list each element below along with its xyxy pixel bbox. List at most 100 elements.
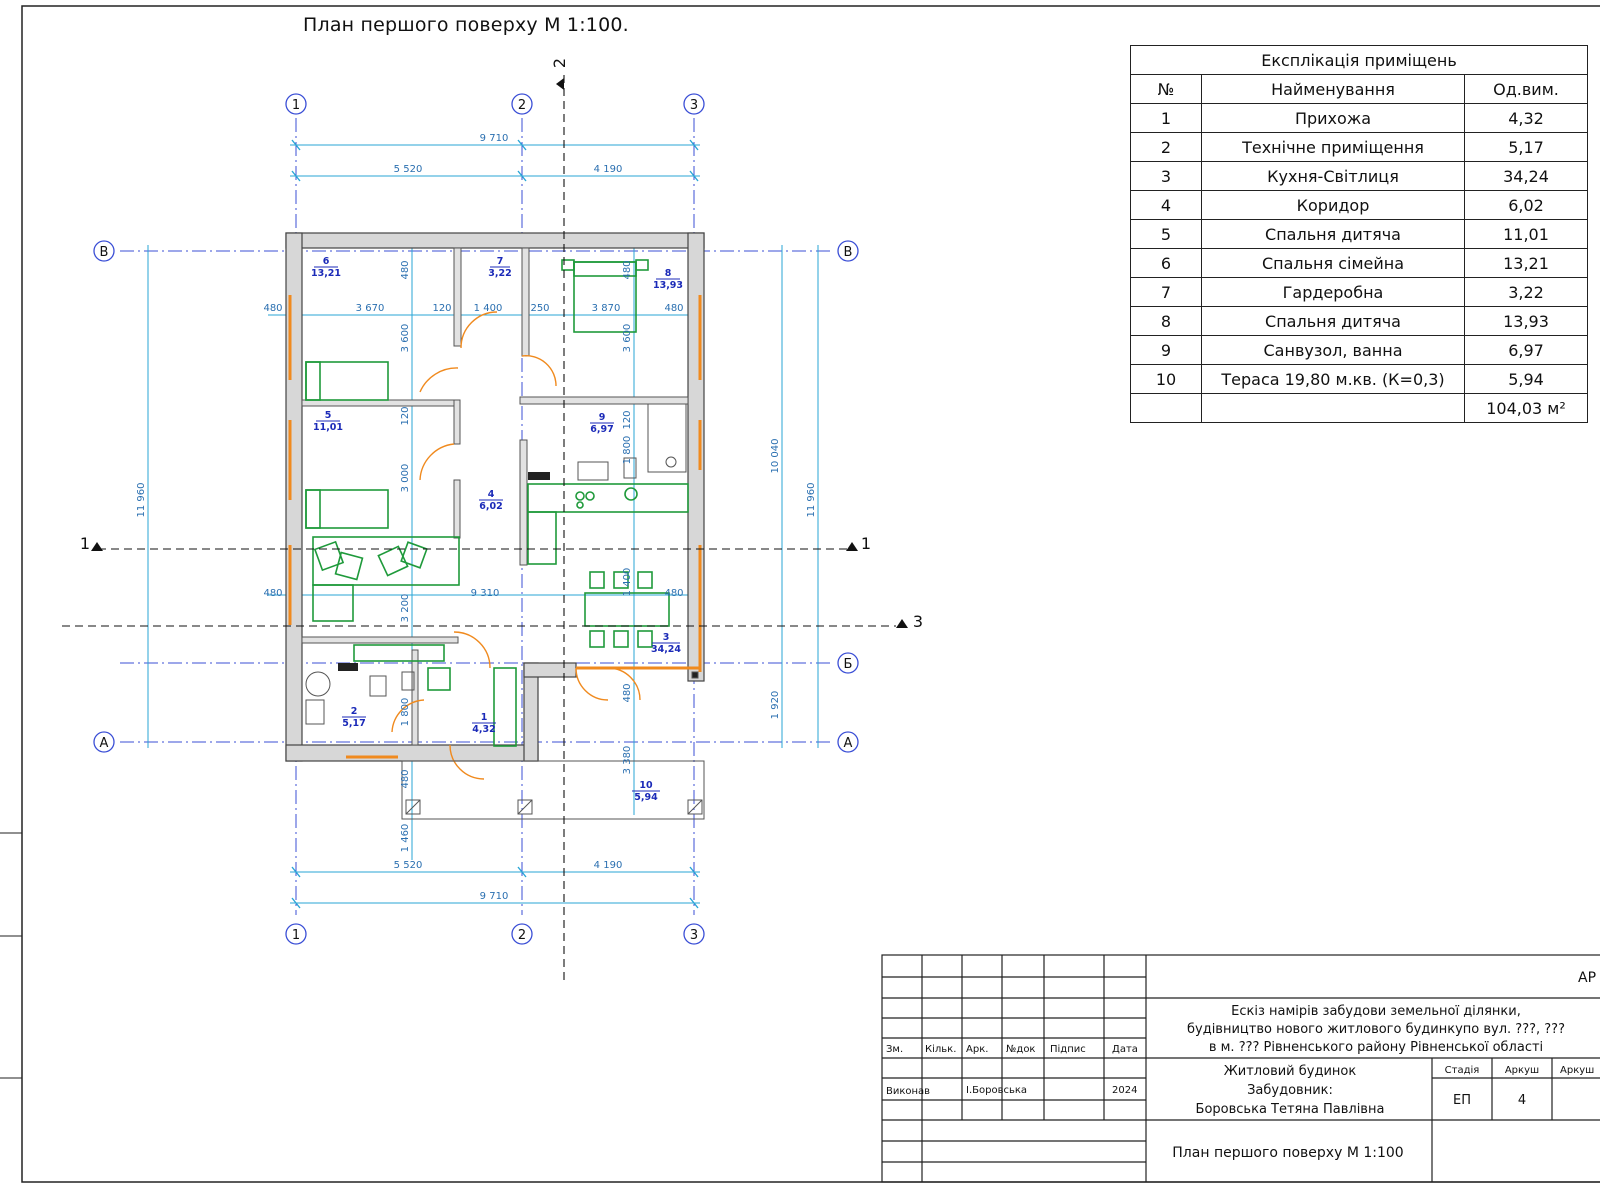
row-value: 13,93 xyxy=(1464,306,1588,336)
dim-inner-6: 480 xyxy=(664,303,683,314)
title-block-grid xyxy=(881,954,1600,1183)
axis-label-v-right: В xyxy=(844,245,853,260)
row-name: Кухня-Світлиця xyxy=(1201,161,1465,191)
dim-inner-16: 480 xyxy=(622,260,633,279)
room-7-area: 3,22 xyxy=(488,268,511,279)
dim-inner-12: 3 200 xyxy=(400,594,411,623)
dim-bottom-total: 9 710 xyxy=(480,891,509,902)
row-value: 6,97 xyxy=(1464,335,1588,365)
dim-inner-23: 1 460 xyxy=(400,824,411,853)
sofa xyxy=(312,536,460,586)
header-unit: Од.вим. xyxy=(1464,74,1588,104)
row-value: 11,01 xyxy=(1464,219,1588,249)
axis-label-2-top: 2 xyxy=(518,98,526,113)
dim-right-bottom: 1 920 xyxy=(770,691,781,720)
dim-inner-15: 9 310 xyxy=(471,588,500,599)
row-name: Технічне приміщення xyxy=(1201,132,1465,162)
stamp-stage-value: ЕП xyxy=(1453,1093,1471,1108)
row-number: 1 xyxy=(1130,103,1202,133)
page-title: План першого поверху М 1:100. xyxy=(303,14,629,36)
total-empty-cell xyxy=(1130,393,1202,423)
dim-inner-22: 3 380 xyxy=(622,746,633,775)
room-3-area: 34,24 xyxy=(651,644,681,655)
axis-label-1-top: 1 xyxy=(292,98,300,113)
section-arrows xyxy=(91,78,908,628)
dim-inner-0: 480 xyxy=(263,303,282,314)
axis-label-1-bottom: 1 xyxy=(292,928,300,943)
total-area: 104,03 м² xyxy=(1464,393,1588,423)
stamp-col-izm: Зм. xyxy=(886,1044,903,1055)
dim-right-mid: 10 040 xyxy=(770,439,781,474)
row-name: Гардеробна xyxy=(1201,277,1465,307)
dim-inner-3: 1 400 xyxy=(474,303,503,314)
room-8-num: 8 xyxy=(665,268,672,279)
room-1-area: 4,32 xyxy=(472,724,495,735)
dim-bottom-right: 4 190 xyxy=(594,860,623,871)
dim-inner-1: 3 670 xyxy=(356,303,385,314)
stamp-corner-code: АР xyxy=(1578,970,1596,986)
dim-inner-8: 480 xyxy=(664,588,683,599)
row-name: Санвузол, ванна xyxy=(1201,335,1465,365)
stamp-drawing-title: План першого поверху М 1:100 xyxy=(1172,1145,1403,1161)
dim-top-left: 5 520 xyxy=(394,164,423,175)
row-name: Спальня сімейна xyxy=(1201,248,1465,278)
row-number: 9 xyxy=(1130,335,1202,365)
header-name: Найменування xyxy=(1201,74,1465,104)
dim-top-total: 9 710 xyxy=(480,133,509,144)
axis-label-a-right: А xyxy=(844,736,853,751)
dim-bottom-left: 5 520 xyxy=(394,860,423,871)
row-number: 6 xyxy=(1130,248,1202,278)
row-number: 10 xyxy=(1130,364,1202,394)
room-1-num: 1 xyxy=(481,712,488,723)
room-9-num: 9 xyxy=(599,412,606,423)
dim-inner-10: 120 xyxy=(400,406,411,425)
header-number: № xyxy=(1130,74,1202,104)
table-header-row: № Найменування Од.вим. xyxy=(1130,74,1588,104)
section-label-1-left: 1 xyxy=(80,534,90,553)
room-9-area: 6,97 xyxy=(590,424,613,435)
row-name: Тераса 19,80 м.кв. (К=0,3) xyxy=(1201,364,1465,394)
room-10-area: 5,94 xyxy=(634,792,658,803)
dim-inner-2: 120 xyxy=(432,303,451,314)
stamp-sheets-label: Аркуш xyxy=(1560,1065,1594,1076)
terrace xyxy=(401,671,705,820)
room-8-area: 13,93 xyxy=(653,280,683,291)
row-name: Спальня дитяча xyxy=(1201,306,1465,336)
stamp-project-line3: в м. ??? Рівненського району Рівненської… xyxy=(1209,1040,1543,1055)
doors xyxy=(391,311,641,780)
room-7-num: 7 xyxy=(497,256,504,267)
dim-inner-9: 3 600 xyxy=(400,324,411,353)
dim-right-total: 11 960 xyxy=(806,483,817,518)
wardrobe xyxy=(493,667,517,747)
row-value: 34,24 xyxy=(1464,161,1588,191)
table-total-row: 104,03 м² xyxy=(1130,393,1588,423)
stamp-project-line2: будівництво нового житлового будинкупо в… xyxy=(1187,1022,1565,1037)
row-value: 5,94 xyxy=(1464,364,1588,394)
dim-inner-19: 120 xyxy=(622,410,633,429)
room-10-num: 10 xyxy=(639,780,653,791)
total-empty-cell xyxy=(1201,393,1465,423)
dim-inner-11: 3 000 xyxy=(400,464,411,493)
row-value: 5,17 xyxy=(1464,132,1588,162)
room-5-area: 11,01 xyxy=(313,422,343,433)
axis-label-3-bottom: 3 xyxy=(690,928,698,943)
stamp-sheet-label: Аркуш xyxy=(1505,1065,1539,1076)
row-number: 2 xyxy=(1130,132,1202,162)
stamp-project-line1: Ескіз намірів забудови земельної ділянки… xyxy=(1231,1004,1521,1019)
table-caption: Експлікація приміщень xyxy=(1130,45,1588,75)
row-value: 4,32 xyxy=(1464,103,1588,133)
stamp-performed-label: Виконав xyxy=(886,1086,930,1097)
room-6-area: 13,21 xyxy=(311,268,341,279)
room-2-num: 2 xyxy=(351,706,358,717)
stamp-col-pidpys: Підпис xyxy=(1050,1043,1086,1055)
dim-inner-18: 3 600 xyxy=(622,324,633,353)
stamp-stage-label: Стадія xyxy=(1445,1064,1480,1076)
